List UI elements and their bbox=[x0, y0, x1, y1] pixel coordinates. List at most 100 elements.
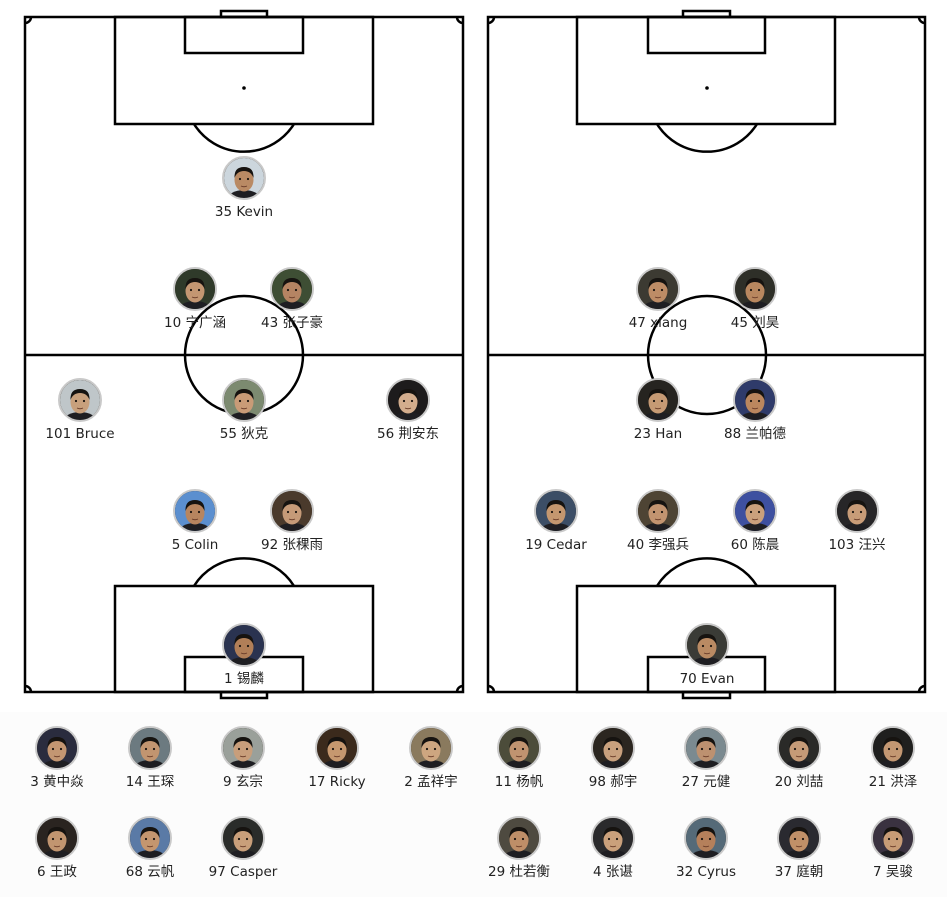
player-card[interactable]: 9 玄宗 bbox=[183, 726, 303, 790]
player-card[interactable]: 20 刘喆 bbox=[739, 726, 859, 790]
player-card[interactable]: 60 陈晨 bbox=[695, 489, 815, 553]
player-photo bbox=[593, 818, 633, 858]
player-photo bbox=[499, 818, 539, 858]
player-card[interactable]: 1 锡麟 bbox=[184, 623, 304, 687]
player-avatar bbox=[222, 378, 266, 422]
pitch-markings bbox=[23, 9, 927, 700]
player-name: 11 杨帆 bbox=[494, 774, 544, 790]
player-name: 1 锡麟 bbox=[224, 671, 264, 687]
player-card[interactable]: 88 兰帕德 bbox=[695, 378, 815, 442]
player-card[interactable]: 23 Han bbox=[598, 378, 718, 442]
player-avatar bbox=[684, 816, 728, 860]
player-avatar bbox=[733, 267, 777, 311]
player-photo bbox=[837, 491, 877, 531]
player-photo bbox=[175, 491, 215, 531]
player-card[interactable]: 29 杜若衡 bbox=[459, 816, 579, 880]
player-photo bbox=[223, 728, 263, 768]
player-photo bbox=[499, 728, 539, 768]
player-photo bbox=[224, 158, 264, 198]
player-name: 56 荆安东 bbox=[377, 426, 439, 442]
player-avatar bbox=[315, 726, 359, 770]
player-name: 35 Kevin bbox=[214, 204, 274, 220]
player-photo bbox=[272, 491, 312, 531]
player-name: 4 张谌 bbox=[593, 864, 633, 880]
player-name: 21 洪泽 bbox=[868, 774, 918, 790]
player-photo bbox=[735, 269, 775, 309]
player-photo bbox=[735, 380, 775, 420]
player-card[interactable]: 68 云帆 bbox=[90, 816, 210, 880]
player-photo bbox=[638, 269, 678, 309]
player-photo bbox=[735, 491, 775, 531]
player-name: 2 孟祥宇 bbox=[404, 774, 458, 790]
player-photo bbox=[638, 491, 678, 531]
player-card[interactable]: 97 Casper bbox=[183, 816, 303, 880]
player-photo bbox=[593, 728, 633, 768]
player-photo bbox=[638, 380, 678, 420]
player-photo bbox=[873, 818, 913, 858]
player-avatar bbox=[128, 726, 172, 770]
player-name: 101 Bruce bbox=[45, 426, 115, 442]
player-avatar bbox=[35, 816, 79, 860]
player-card[interactable]: 2 孟祥宇 bbox=[371, 726, 491, 790]
player-name: 47 xiang bbox=[628, 315, 688, 331]
player-avatar bbox=[733, 378, 777, 422]
player-card[interactable]: 4 张谌 bbox=[553, 816, 673, 880]
player-avatar bbox=[173, 489, 217, 533]
player-avatar bbox=[35, 726, 79, 770]
player-name: 40 李强兵 bbox=[627, 537, 689, 553]
player-card[interactable]: 3 黄中焱 bbox=[0, 726, 117, 790]
player-card[interactable]: 10 宁广涵 bbox=[135, 267, 255, 331]
player-photo bbox=[130, 728, 170, 768]
player-card[interactable]: 98 郝宇 bbox=[553, 726, 673, 790]
player-avatar bbox=[128, 816, 172, 860]
player-name: 20 刘喆 bbox=[774, 774, 824, 790]
player-photo bbox=[317, 728, 357, 768]
player-card[interactable]: 37 庭朝 bbox=[739, 816, 859, 880]
player-card[interactable]: 19 Cedar bbox=[496, 489, 616, 553]
player-card[interactable]: 40 李强兵 bbox=[598, 489, 718, 553]
player-card[interactable]: 56 荆安东 bbox=[348, 378, 468, 442]
player-name: 97 Casper bbox=[208, 864, 278, 880]
player-card[interactable]: 45 刘昊 bbox=[695, 267, 815, 331]
player-name: 70 Evan bbox=[679, 671, 735, 687]
player-avatar bbox=[270, 267, 314, 311]
player-card[interactable]: 27 元健 bbox=[646, 726, 766, 790]
player-photo bbox=[686, 728, 726, 768]
player-card[interactable]: 21 洪泽 bbox=[833, 726, 947, 790]
player-photo bbox=[37, 728, 77, 768]
player-avatar bbox=[636, 378, 680, 422]
player-card[interactable]: 6 王政 bbox=[0, 816, 117, 880]
player-card[interactable]: 11 杨帆 bbox=[459, 726, 579, 790]
player-photo bbox=[272, 269, 312, 309]
player-card[interactable]: 101 Bruce bbox=[20, 378, 140, 442]
player-card[interactable]: 35 Kevin bbox=[184, 156, 304, 220]
right-pitch bbox=[486, 9, 927, 700]
player-photo bbox=[779, 818, 819, 858]
player-card[interactable]: 47 xiang bbox=[598, 267, 718, 331]
player-card[interactable]: 70 Evan bbox=[647, 623, 767, 687]
player-card[interactable]: 7 吴骏 bbox=[833, 816, 947, 880]
player-name: 9 玄宗 bbox=[223, 774, 263, 790]
player-name: 10 宁广涵 bbox=[164, 315, 226, 331]
player-photo bbox=[873, 728, 913, 768]
player-photo bbox=[130, 818, 170, 858]
player-card[interactable]: 92 张稞雨 bbox=[232, 489, 352, 553]
player-photo bbox=[224, 380, 264, 420]
player-photo bbox=[687, 625, 727, 665]
player-card[interactable]: 32 Cyrus bbox=[646, 816, 766, 880]
player-card[interactable]: 5 Colin bbox=[135, 489, 255, 553]
player-card[interactable]: 14 王琛 bbox=[90, 726, 210, 790]
left-pitch bbox=[23, 9, 465, 700]
player-avatar bbox=[591, 816, 635, 860]
player-card[interactable]: 55 狄克 bbox=[184, 378, 304, 442]
player-avatar bbox=[497, 726, 541, 770]
player-card[interactable]: 43 张子豪 bbox=[232, 267, 352, 331]
player-avatar bbox=[173, 267, 217, 311]
player-avatar bbox=[777, 726, 821, 770]
player-avatar bbox=[534, 489, 578, 533]
player-name: 55 狄克 bbox=[219, 426, 269, 442]
player-card[interactable]: 17 Ricky bbox=[277, 726, 397, 790]
player-avatar bbox=[591, 726, 635, 770]
player-avatar bbox=[777, 816, 821, 860]
player-card[interactable]: 103 汪兴 bbox=[797, 489, 917, 553]
